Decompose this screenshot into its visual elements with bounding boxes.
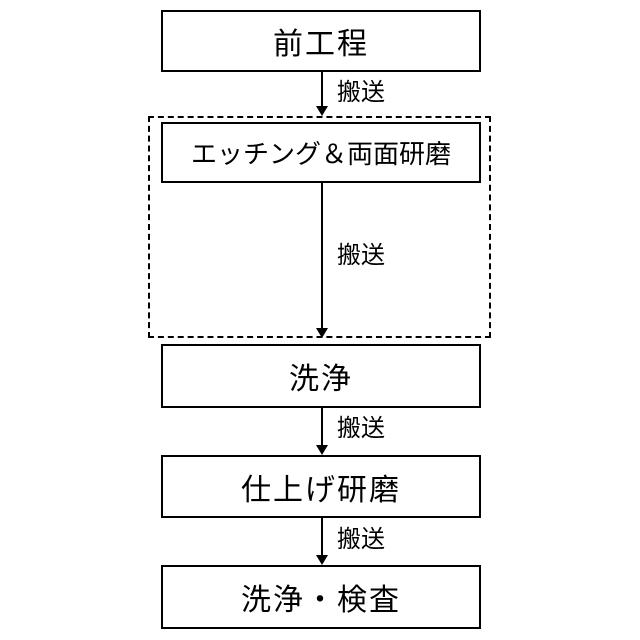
arrow-line — [320, 72, 323, 106]
transport-label-1: 搬送 — [337, 79, 385, 106]
process-box-label: 仕上げ研磨 — [241, 473, 401, 507]
arrowhead-down-icon — [315, 328, 328, 338]
process-box-label: 洗浄・検査 — [241, 584, 401, 617]
transport-label-4: 搬送 — [337, 526, 385, 553]
flow-arrow-1 — [315, 72, 328, 116]
flow-arrow-2 — [315, 183, 328, 338]
arrow-line — [320, 183, 323, 328]
arrow-line — [320, 518, 323, 555]
arrowhead-down-icon — [315, 445, 328, 455]
arrowhead-down-icon — [315, 106, 328, 116]
process-box-finish-polish: 仕上げ研磨 — [161, 455, 481, 518]
flow-arrow-4 — [315, 518, 328, 565]
process-box-etching-double-side-polish: エッチング＆両面研磨 — [161, 122, 481, 183]
process-box-label: エッチング＆両面研磨 — [190, 139, 451, 169]
arrow-line — [320, 408, 323, 445]
process-box-cleaning: 洗浄 — [161, 344, 481, 408]
flow-arrow-3 — [315, 408, 328, 455]
process-box-label: 前工程 — [273, 28, 369, 61]
transport-label-2: 搬送 — [337, 242, 385, 269]
process-box-previous-process: 前工程 — [161, 10, 481, 72]
process-box-label: 洗浄 — [289, 363, 353, 396]
process-box-cleaning-inspection: 洗浄・検査 — [161, 565, 481, 629]
transport-label-3: 搬送 — [337, 415, 385, 442]
arrowhead-down-icon — [315, 555, 328, 565]
